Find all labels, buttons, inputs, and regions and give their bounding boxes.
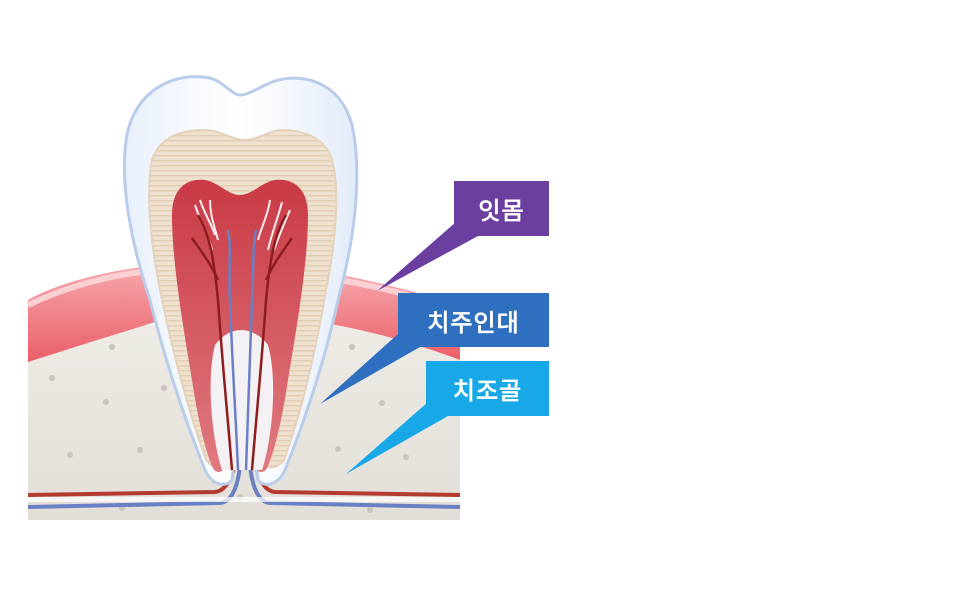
- alveolar-bone-label: 치조골: [426, 361, 549, 416]
- bone-pointer: [346, 402, 448, 474]
- bottom-vein: [27, 464, 242, 509]
- gum-pointer: [377, 222, 478, 291]
- gum-label: 잇몸: [454, 181, 549, 236]
- root-gap: [210, 330, 274, 470]
- pdl-pointer: [320, 334, 420, 404]
- pulp-vessels-blue: [226, 229, 258, 471]
- tooth-pulp: [172, 179, 308, 472]
- pulp-vessels-red: [190, 214, 294, 471]
- periodontal-ligament-label: 치주인대: [398, 293, 549, 347]
- bottom-vein-right: [248, 464, 461, 509]
